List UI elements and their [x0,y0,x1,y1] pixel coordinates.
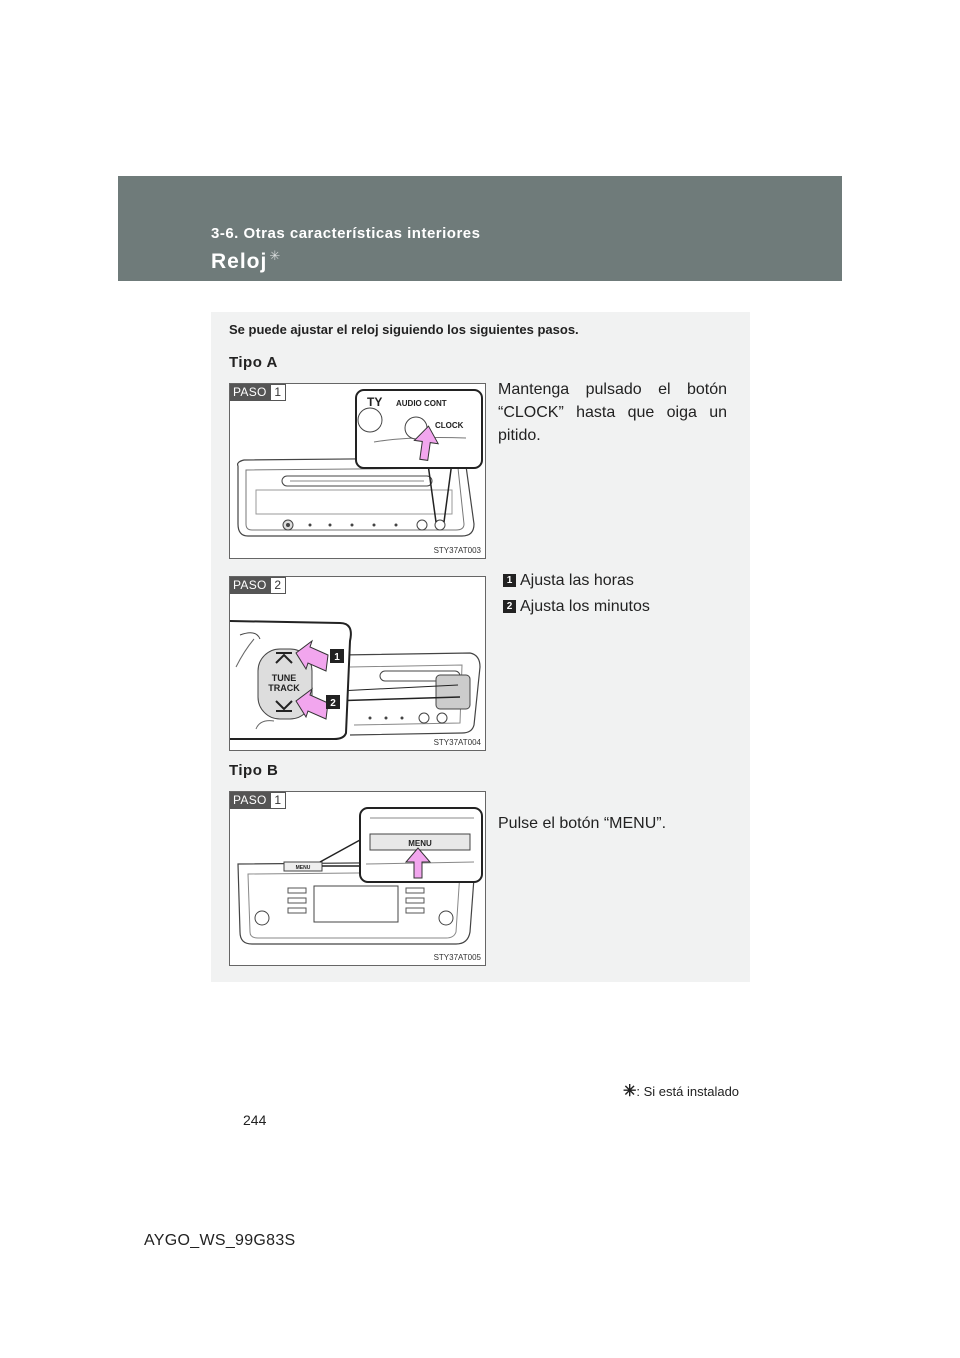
ty-label: TY [367,395,382,409]
tipo-b-instruction: Pulse el botón “MENU”. [498,815,667,832]
clock-label: CLOCK [435,421,464,430]
up-arrow [295,639,329,672]
tipo-a-heading: Tipo A [229,354,278,371]
page-title: Reloj✳ [211,248,281,274]
section-title: 3-6. Otras características interiores [211,225,481,242]
callout-2: 2 [330,698,336,709]
figure-code: STY37AT005 [433,953,481,962]
page-number: 244 [243,1112,267,1128]
down-arrow [295,687,329,720]
audio-cont-label: AUDIO CONT [396,399,447,408]
figure-code: STY37AT003 [433,546,481,555]
callout-1: 1 [334,652,340,663]
document-code: AYGO_WS_99G83S [144,1232,296,1249]
optional-mark: ✳ [269,248,282,263]
chapter-header: 3-6. Otras características interiores Re… [118,176,842,281]
menu-small-label: MENU [296,865,311,871]
figure-code: STY37AT004 [433,738,481,747]
step1-instruction: Mantenga pulsado el botón “CLOCK” hasta … [498,381,727,444]
press-arrow [404,847,432,879]
tipo-b-heading: Tipo B [229,762,279,779]
radio-illustration-b: TUNE TRACK 1 2 [230,620,481,740]
track-label: TRACK [268,683,300,693]
footnote: ✳: Si está instalado [623,1083,740,1100]
radio-illustration-c: MENU MENU [237,807,483,945]
tune-label: TUNE [272,673,297,683]
radio-illustration-a: TY AUDIO CONT CLOCK [237,389,483,537]
intro-text: Se puede ajustar el reloj siguiendo los … [229,322,579,337]
page-title-text: Reloj [211,250,268,273]
menu-big-label: MENU [408,839,432,848]
press-arrow [413,425,440,461]
